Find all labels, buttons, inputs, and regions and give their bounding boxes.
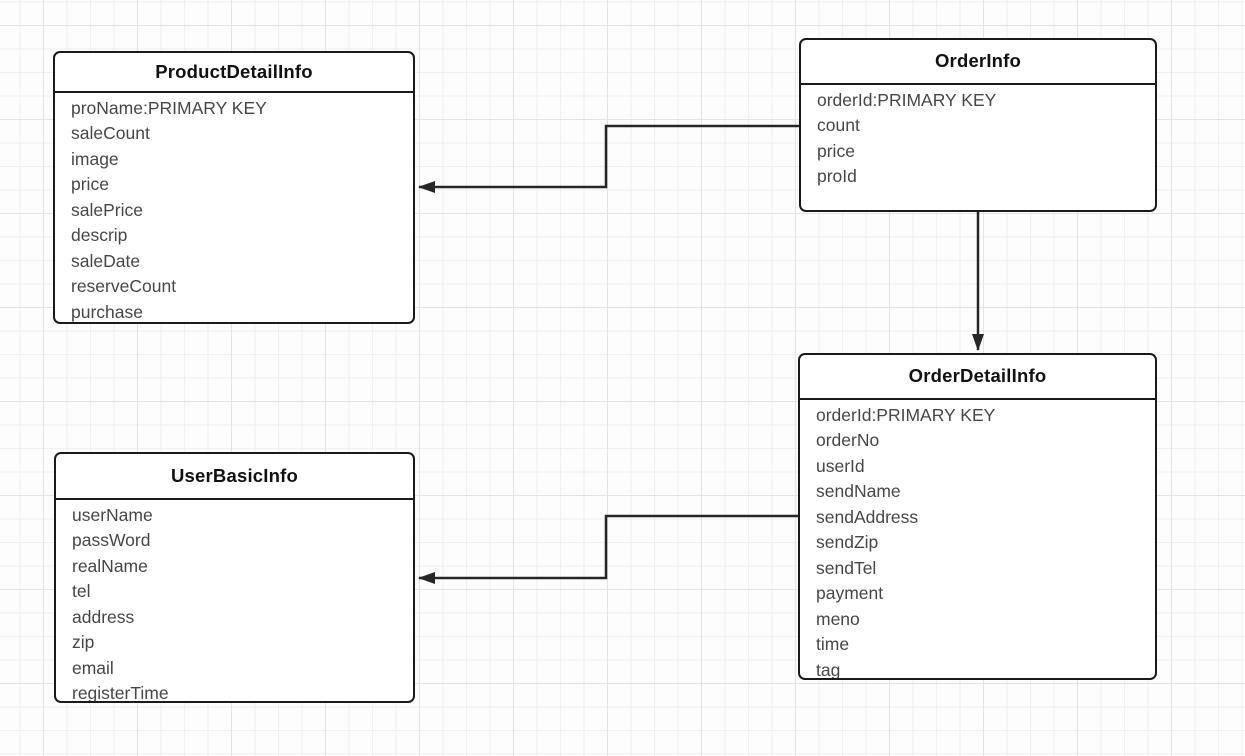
field-row: orderId:PRIMARY KEY	[816, 404, 996, 425]
entity-title: UserBasicInfo	[56, 454, 413, 500]
field-row: tag	[816, 659, 841, 680]
field-row: saleCount	[71, 123, 150, 143]
field-row: meno	[816, 608, 860, 629]
entity-order-info[interactable]: OrderInfo orderId:PRIMARY KEY count price p…	[799, 38, 1157, 212]
field-row: userName	[72, 504, 153, 525]
entity-user-basic-info[interactable]: UserBasicInfo userName passWord realName te…	[54, 452, 415, 703]
field-row: image	[71, 148, 119, 169]
entity-product-detail-info[interactable]: ProductDetailInfo proName:PRIMARY KEY sal…	[53, 51, 415, 324]
entity-field-list: proName:PRIMARY KEY saleCount image price sa…	[55, 93, 413, 323]
field-row: payment	[816, 583, 884, 603]
field-row: orderId:PRIMARY KEY	[817, 89, 997, 110]
entity-title: OrderInfo	[801, 40, 1155, 85]
field-row: sendTel	[816, 557, 877, 578]
field-row: time	[816, 634, 850, 654]
entity-field-list: userName passWord realName tel address zip ema…	[56, 500, 413, 703]
field-row: passWord	[72, 530, 151, 550]
connector-orderdetailinfo-to-userbasicinfo[interactable]	[418, 514, 798, 584]
entity-title: ProductDetailInfo	[55, 53, 413, 93]
connector-orderinfo-to-productdetailinfo[interactable]	[418, 124, 799, 193]
field-row: realName	[72, 555, 148, 576]
field-row: proId	[817, 166, 857, 186]
field-row: salePrice	[71, 199, 143, 220]
field-row: tel	[72, 581, 91, 601]
field-row: reserveCount	[71, 276, 177, 296]
entity-title: OrderDetailInfo	[800, 355, 1155, 400]
field-row: saleDate	[71, 250, 141, 271]
field-row: sendName	[816, 481, 901, 501]
field-row: email	[72, 657, 114, 678]
field-row: proName:PRIMARY KEY	[71, 97, 267, 118]
field-row: purchase	[71, 301, 143, 322]
field-row: sendZip	[816, 532, 879, 552]
field-row: orderNo	[816, 430, 880, 450]
field-row: count	[817, 115, 860, 135]
field-row: descrip	[71, 225, 128, 245]
field-row: registerTime	[72, 683, 169, 703]
entity-field-list: orderId:PRIMARY KEY orderNo userId sendName…	[800, 400, 1155, 680]
field-row: price	[71, 174, 109, 194]
entity-field-list: orderId:PRIMARY KEY count price proId	[801, 85, 1155, 190]
field-row: address	[72, 606, 135, 627]
field-row: userId	[816, 455, 865, 476]
field-row: sendAddress	[816, 506, 919, 527]
field-row: price	[817, 140, 855, 161]
field-row: zip	[72, 632, 95, 652]
